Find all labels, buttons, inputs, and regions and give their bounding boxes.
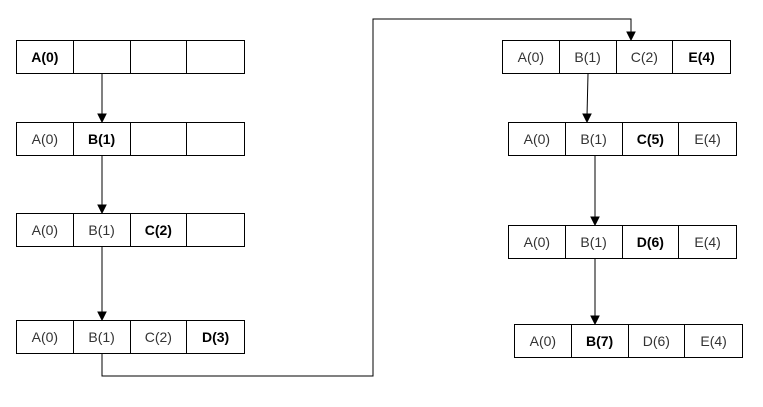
array-cell: E(4) bbox=[694, 234, 721, 250]
array-cell: D(3) bbox=[202, 329, 230, 345]
array-cell: A(0) bbox=[509, 226, 566, 258]
array-cell: E(4) bbox=[688, 49, 715, 65]
array-cell: C(2) bbox=[617, 41, 674, 73]
array-row-4: A(0) B(1) C(2) D(3) bbox=[16, 320, 245, 354]
array-cell: B(1) bbox=[74, 214, 131, 246]
array-cell: D(6) bbox=[623, 226, 680, 258]
array-cell: A(0) bbox=[17, 214, 74, 246]
array-cell: C(5) bbox=[623, 123, 680, 155]
connector-r5-r6 bbox=[582, 73, 592, 124]
array-cell bbox=[131, 41, 188, 73]
array-cell: C(2) bbox=[131, 321, 188, 353]
connector-r2-r3 bbox=[97, 156, 107, 215]
connector-r6-r7 bbox=[590, 156, 600, 227]
array-row-8: A(0) B(7) D(6) E(4) bbox=[514, 324, 743, 358]
array-row-7: A(0) B(1) D(6) E(4) bbox=[508, 225, 737, 259]
array-row-3: A(0) B(1) C(2) bbox=[16, 213, 245, 247]
connector-r1-r2 bbox=[97, 74, 107, 124]
array-cell: B(1) bbox=[74, 123, 131, 155]
connector-r3-r4 bbox=[97, 247, 107, 322]
array-cell bbox=[74, 41, 131, 73]
array-cell: E(4) bbox=[694, 131, 721, 147]
array-cell: E(4) bbox=[700, 333, 727, 349]
array-cell: A(0) bbox=[515, 325, 572, 357]
array-cell: B(1) bbox=[560, 41, 617, 73]
connector-r7-r8 bbox=[590, 259, 600, 326]
array-cell: B(1) bbox=[566, 226, 623, 258]
array-cell: B(1) bbox=[566, 123, 623, 155]
array-row-5: A(0) B(1) C(2) E(4) bbox=[502, 40, 731, 74]
array-cell: A(0) bbox=[17, 123, 74, 155]
array-cell: B(1) bbox=[74, 321, 131, 353]
array-cell: D(6) bbox=[629, 325, 686, 357]
array-row-1: A(0) bbox=[16, 40, 245, 74]
array-cell: A(0) bbox=[509, 123, 566, 155]
connector-r4-r5 bbox=[101, 18, 636, 377]
array-cell: A(0) bbox=[503, 41, 560, 73]
array-cell: C(2) bbox=[131, 214, 188, 246]
array-cell: B(7) bbox=[572, 325, 629, 357]
array-row-2: A(0) B(1) bbox=[16, 122, 245, 156]
array-cell: A(0) bbox=[17, 41, 74, 73]
array-cell bbox=[131, 123, 188, 155]
array-cell: A(0) bbox=[17, 321, 74, 353]
array-row-6: A(0) B(1) C(5) E(4) bbox=[508, 122, 737, 156]
